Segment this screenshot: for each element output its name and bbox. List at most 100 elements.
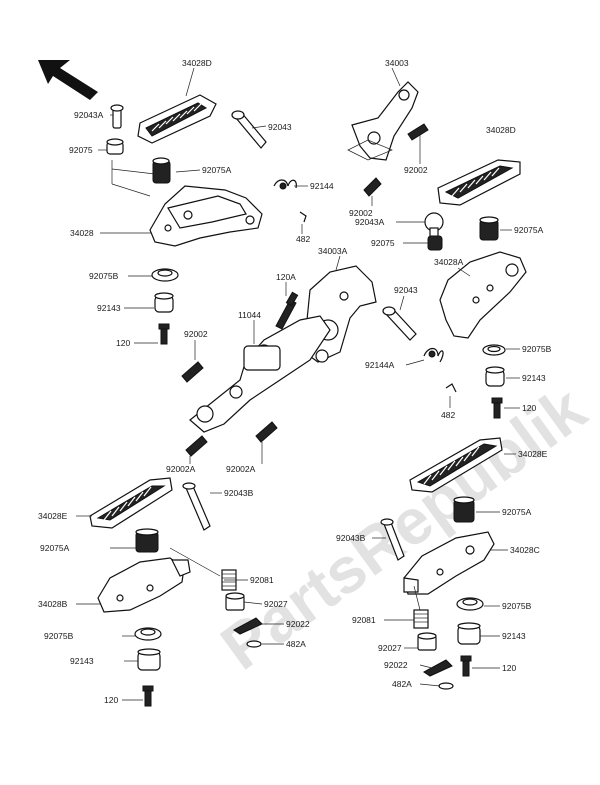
bolt-120-lower-left [142, 685, 154, 707]
label-92027-right: 92027 [378, 643, 402, 653]
label-92075b-lower-right: 92075B [502, 601, 532, 611]
bolt-92002-middle-left [181, 361, 204, 383]
label-482-top: 482 [296, 234, 310, 244]
footrest-bracket-34028b [97, 557, 191, 613]
cotter-pin-482-right [445, 383, 457, 393]
label-92027-left: 92027 [264, 599, 288, 609]
label-482a-right: 482A [392, 679, 412, 689]
label-482-right: 482 [441, 410, 455, 420]
label-92075a-top-right: 92075A [514, 225, 544, 235]
plate-92022-right [423, 659, 453, 677]
washer-92075b-lower-right [456, 597, 484, 611]
footpeg-rubber-34028d-left [137, 94, 217, 144]
frame-11044 [189, 315, 331, 433]
pin-92043-top [231, 110, 267, 149]
label-34028e-left: 34028E [38, 511, 68, 521]
label-92043a-right: 92043A [355, 217, 385, 227]
label-92043b-right: 92043B [336, 533, 366, 543]
label-34028e-right: 34028E [518, 449, 548, 459]
label-120-lower-left: 120 [104, 695, 118, 705]
label-92043a-left: 92043A [74, 110, 104, 120]
label-92143-lower-right: 92143 [502, 631, 526, 641]
label-92002a-left: 92002A [166, 464, 196, 474]
detent-92027-left [225, 592, 245, 611]
collar-92075-right [427, 235, 443, 251]
label-34028b: 34028B [38, 599, 68, 609]
bolt-120-left-top [158, 323, 170, 345]
part-number-labels: 34028D 34003 92043A 92043 92075 92075A 9… [38, 58, 552, 705]
leader-lines [76, 67, 520, 701]
label-34028: 34028 [70, 228, 94, 238]
label-92002-middle-left: 92002 [184, 329, 208, 339]
detent-92027-right [417, 632, 437, 651]
label-92081-left: 92081 [250, 575, 274, 585]
label-92143-left-top: 92143 [97, 303, 121, 313]
bolt-92002a-left [185, 435, 208, 457]
damper-92143-right-top [485, 366, 505, 387]
washer-92075b-left-top [151, 268, 179, 282]
label-92043b-left: 92043B [224, 488, 254, 498]
watermark: PartsRepublik [208, 372, 599, 683]
bracket-34003 [347, 81, 419, 161]
label-120-lower-right: 120 [502, 663, 516, 673]
pin-92043-right [382, 306, 417, 341]
spring-92144a [423, 347, 444, 363]
pin-92043a-right [424, 212, 444, 239]
footpeg-rubber-34028d-right [437, 159, 521, 206]
label-92075-left: 92075 [69, 145, 93, 155]
label-34028d-left: 34028D [182, 58, 212, 68]
label-34028d-right: 34028D [486, 125, 516, 135]
label-92022-right: 92022 [384, 660, 408, 670]
damper-92075a-lower-right [453, 496, 475, 523]
label-120a: 120A [276, 272, 296, 282]
label-92002a-right: 92002A [226, 464, 256, 474]
collar-92075-left [106, 138, 124, 155]
label-92144a: 92144A [365, 360, 395, 370]
label-92075b-left-top: 92075B [89, 271, 119, 281]
footrest-bracket-34028 [149, 185, 263, 247]
spring-92144 [273, 179, 297, 190]
label-92002-upper-right: 92002 [404, 165, 428, 175]
label-34003a: 34003A [318, 246, 348, 256]
footrest-bracket-34028a [439, 251, 527, 339]
label-92143-lower-left: 92143 [70, 656, 94, 666]
washer-92075b-right-top [482, 344, 506, 356]
label-92002-upper-center: 92002 [349, 208, 373, 218]
label-92081-right: 92081 [352, 615, 376, 625]
cotter-pin-482-top [299, 211, 307, 223]
spring-92081-right [413, 609, 429, 629]
label-34003: 34003 [385, 58, 409, 68]
label-92075-right: 92075 [371, 238, 395, 248]
damper-92143-lower-left [137, 648, 161, 671]
pin-92043a-left [110, 104, 124, 129]
label-92043-top: 92043 [268, 122, 292, 132]
bolt-120-lower-right [460, 655, 472, 677]
damper-92143-lower-right [457, 622, 481, 645]
label-92075a-lower-right: 92075A [502, 507, 532, 517]
damper-92143-left-top [154, 292, 174, 313]
washer-92075b-lower-left [134, 627, 162, 641]
damper-92075a-lower-left [135, 528, 159, 553]
label-92075a-lower-left: 92075A [40, 543, 70, 553]
label-92022-left: 92022 [286, 619, 310, 629]
pin-482a-left [246, 640, 262, 648]
bolt-120-right-top [491, 397, 503, 419]
bolt-92002-upper-center [363, 177, 382, 197]
pin-482a-right [438, 682, 454, 690]
label-482a-left: 482A [286, 639, 306, 649]
label-92075b-lower-left: 92075B [44, 631, 74, 641]
label-11044: 11044 [238, 310, 261, 320]
label-92144: 92144 [310, 181, 334, 191]
label-34028a: 34028A [434, 257, 464, 267]
label-34028c: 34028C [510, 545, 540, 555]
pin-92043b-left [182, 482, 211, 531]
bolt-120a [275, 291, 299, 330]
damper-92075a-top-right [479, 216, 499, 241]
damper-92075a-top-left [152, 157, 171, 184]
label-92043-right: 92043 [394, 285, 418, 295]
footpeg-rubber-34028e-left [89, 477, 173, 529]
footpeg-rubber-34028e-right [409, 437, 503, 493]
pin-92043b-right [380, 518, 405, 561]
label-92143-right-top: 92143 [522, 373, 546, 383]
